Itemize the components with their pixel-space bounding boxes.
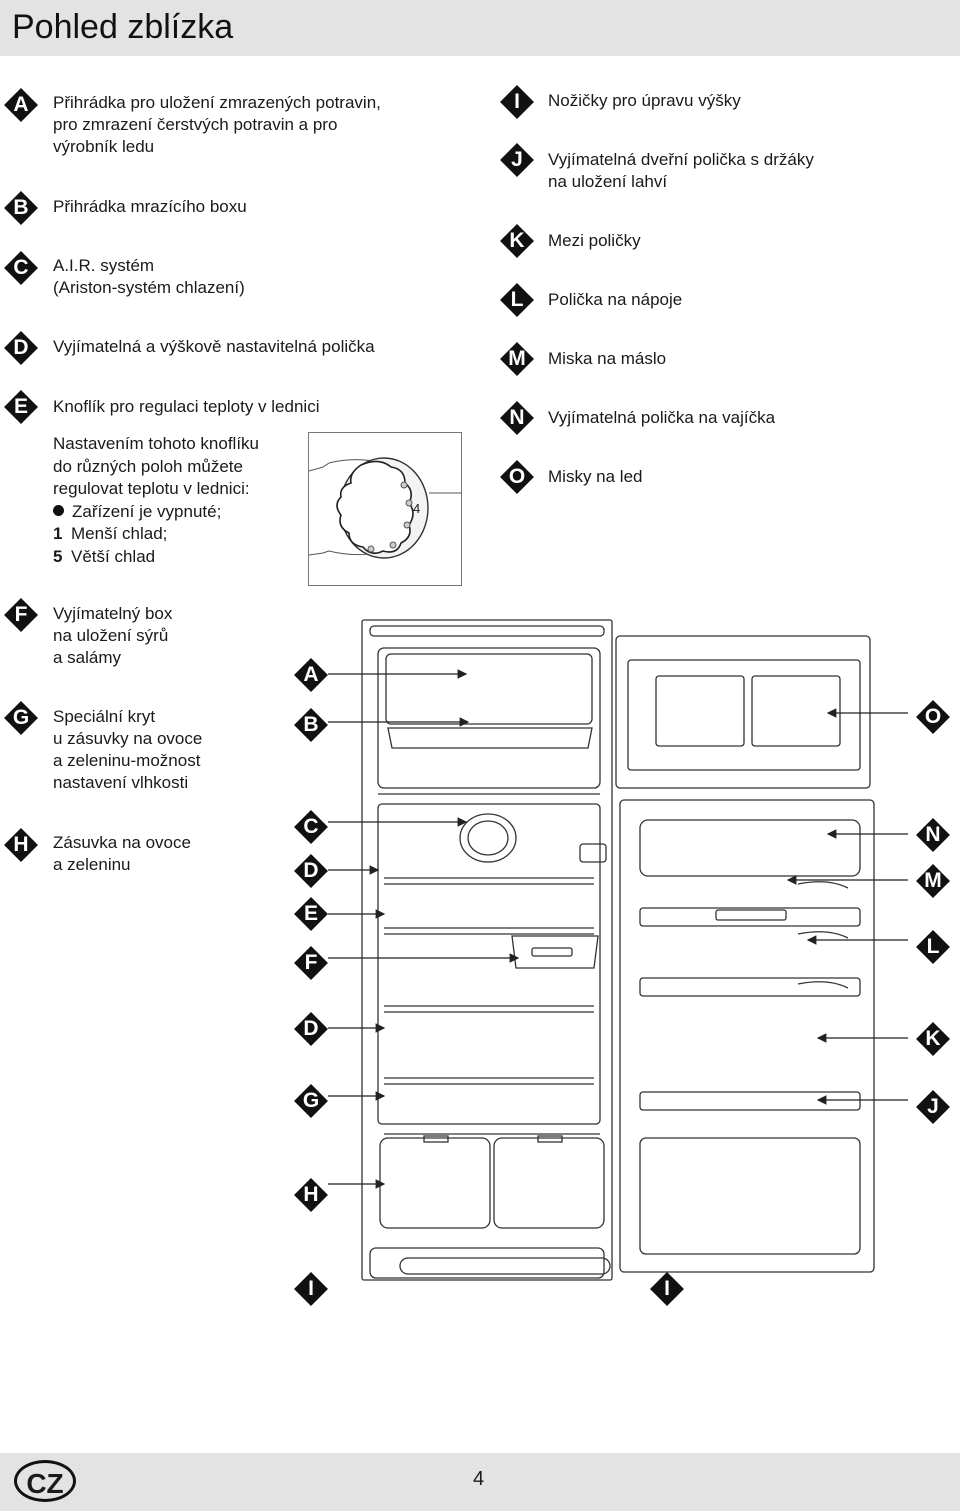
badge-n: N: [500, 401, 534, 435]
legend-text: u zásuvky na ovoce: [53, 729, 203, 748]
badge-h: H: [4, 828, 38, 862]
bullet-icon: [53, 504, 64, 516]
diagram-badge-e: E: [294, 897, 328, 931]
legend-text: (Ariston-systém chlazení): [53, 278, 245, 297]
diagram-badge-i1: I: [294, 1272, 328, 1306]
legend-text: pro zmrazení čerstvých potravin a pro: [53, 115, 338, 134]
badge-l: L: [500, 283, 534, 317]
diagram-badge-m: M: [916, 864, 950, 898]
legend-text: A.I.R. systém: [53, 256, 155, 275]
badge-a: A: [4, 88, 38, 122]
note-line: Nastavením tohoto knoflíku: [53, 434, 260, 453]
setting-off: Zařízení je vypnuté;: [53, 501, 259, 524]
legend-text: na uložení sýrů: [53, 626, 169, 645]
fridge-illustration: [328, 619, 908, 1281]
language-badge: CZ: [14, 1460, 76, 1502]
diagram-badge-k: K: [916, 1022, 950, 1056]
legend-text: Nožičky pro úpravu výšky: [548, 91, 741, 110]
legend-text: Misky na led: [548, 467, 643, 486]
knob-number: 4: [413, 501, 421, 516]
legend-text: a salámy: [53, 648, 122, 667]
badge-f: F: [4, 598, 38, 632]
legend-text: Zásuvka na ovoce: [53, 833, 191, 852]
diagram-badge-d: D: [294, 854, 328, 888]
fridge-diagram: A B C D E F D G H O N M L K J I I: [288, 608, 960, 1308]
legend-text: Speciální kryt: [53, 707, 156, 726]
legend-text: Mezi poličky: [548, 231, 641, 250]
legend-text: Vyjímatelná polička na vajíčka: [548, 408, 776, 427]
badge-j: J: [500, 143, 534, 177]
badge-e: E: [4, 390, 38, 424]
diagram-badge-g: G: [294, 1084, 328, 1118]
note-line: do různých poloh můžete: [53, 456, 243, 476]
badge-o: O: [500, 460, 534, 494]
diagram-badge-d2: D: [294, 1012, 328, 1046]
knob-icon: [308, 457, 461, 559]
legend-text: a zeleninu: [53, 855, 131, 874]
thermostat-note: Nastavením tohoto knoflíku do různých po…: [53, 433, 259, 568]
badge-k: K: [500, 224, 534, 258]
diagram-badge-a: A: [294, 658, 328, 692]
diagram-badge-f: F: [294, 946, 328, 980]
note-line: regulovat teplotu v lednici:: [53, 479, 250, 498]
legend-text: nastavení vlhkosti: [53, 773, 189, 792]
legend-text: Miska na máslo: [548, 349, 667, 368]
badge-i: I: [500, 85, 534, 119]
legend-text: a zeleninu-možnost: [53, 751, 201, 770]
page-number: 4: [473, 1468, 485, 1490]
page-footer: CZ 4: [0, 1453, 960, 1511]
diagram-badge-i2: I: [650, 1272, 684, 1306]
legend-text: Vyjímatelný box: [53, 604, 173, 623]
legend-text: Přihrádka pro uložení zmrazených potravi…: [53, 93, 381, 112]
badge-m: M: [500, 342, 534, 376]
diagram-badge-o: O: [916, 700, 950, 734]
badge-b: B: [4, 191, 38, 225]
diagram-badge-c: C: [294, 810, 328, 844]
legend-text: na uložení lahví: [548, 172, 668, 191]
thermostat-knob-illustration: 4: [308, 432, 462, 586]
legend-text: Přihrádka mrazícího boxu: [53, 197, 247, 216]
page-title: Pohled zblízka: [12, 8, 234, 46]
diagram-badge-l: L: [916, 930, 950, 964]
legend-text: Vyjímatelná a výškově nastavitelná polič…: [53, 337, 375, 356]
legend-text: Vyjímatelná dveřní polička s držáky: [548, 150, 814, 169]
legend-text: Polička na nápoje: [548, 290, 683, 309]
diagram-badge-b: B: [294, 708, 328, 742]
legend-text: Knoflík pro regulaci teploty v lednici: [53, 397, 320, 416]
diagram-badge-j: J: [916, 1090, 950, 1124]
diagram-badge-h: H: [294, 1178, 328, 1212]
badge-d: D: [4, 331, 38, 365]
diagram-badge-n: N: [916, 818, 950, 852]
legend-text: výrobník ledu: [53, 137, 155, 156]
badge-c: C: [4, 251, 38, 285]
page-header: Pohled zblízka: [0, 0, 960, 56]
badge-g: G: [4, 701, 38, 735]
